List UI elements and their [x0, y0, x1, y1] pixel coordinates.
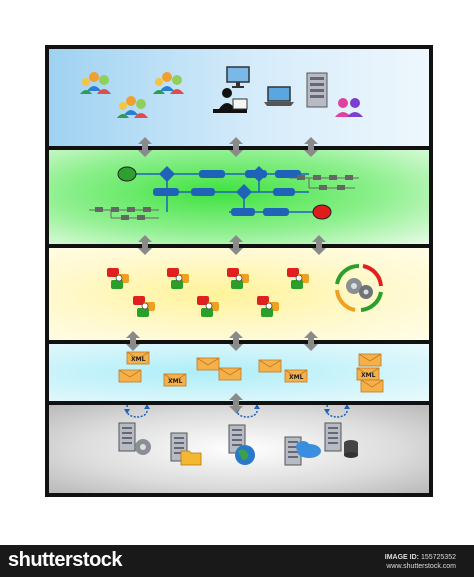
- user-pair-icon: [335, 98, 363, 117]
- monitor-icon: [226, 66, 250, 88]
- site-url: www.shutterstock.com: [386, 563, 456, 570]
- connector-arrow: [229, 137, 243, 157]
- image-id-block: IMAGE ID: 155725352 www.shutterstock.com: [385, 553, 456, 571]
- users-group-icon: [80, 72, 111, 94]
- connector-arrow: [312, 235, 326, 255]
- connector-arrow: [229, 331, 243, 351]
- server-icon: [306, 72, 328, 108]
- presentation-layer: [49, 49, 429, 146]
- connector-arrow: [229, 235, 243, 255]
- process-layer: [49, 150, 429, 244]
- gears-cycle-icon: [335, 263, 383, 312]
- connector-arrow: [304, 331, 318, 351]
- laptop-icon: [264, 86, 294, 106]
- server-gear-icon: [118, 422, 151, 455]
- end-node-icon: [312, 204, 332, 220]
- user-at-computer-icon: [213, 88, 248, 113]
- integration-layer: XML XML XML XML: [49, 344, 429, 401]
- connector-arrow: [138, 235, 152, 255]
- cloud-server-icon: [284, 436, 321, 466]
- connector-arrow: [138, 137, 152, 157]
- service-layer: [49, 248, 429, 340]
- connector-arrow: [229, 393, 243, 413]
- globe-server-icon: [228, 424, 255, 465]
- svg-text:XML: XML: [289, 374, 304, 381]
- users-group-icon: [117, 96, 148, 118]
- architecture-frame: XML XML XML XML: [45, 45, 433, 497]
- xml-envelope-icon: XML: [163, 373, 187, 387]
- folder-server-icon: [170, 432, 202, 466]
- users-group-icon: [153, 72, 184, 94]
- flowchart-icon: [89, 170, 359, 220]
- data-layer: [49, 405, 429, 493]
- connector-arrow: [126, 331, 140, 351]
- decision-icon: [159, 166, 267, 200]
- svg-text:XML: XML: [361, 372, 376, 379]
- footer-bar: shutterstock IMAGE ID: 155725352 www.shu…: [0, 545, 474, 577]
- image-id-value: 155725352: [420, 554, 456, 561]
- start-node-icon: [117, 166, 137, 182]
- brand-logo: shutterstock: [8, 549, 123, 571]
- svg-text:XML: XML: [168, 378, 183, 385]
- database-server-icon: [324, 422, 358, 458]
- xml-envelope-icon: XML: [126, 351, 150, 365]
- svg-text:XML: XML: [131, 356, 146, 363]
- xml-envelope-icon: XML: [284, 369, 308, 383]
- image-id-label: IMAGE ID:: [384, 554, 419, 561]
- xml-envelope-icon: XML: [356, 367, 380, 381]
- connector-arrow: [304, 137, 318, 157]
